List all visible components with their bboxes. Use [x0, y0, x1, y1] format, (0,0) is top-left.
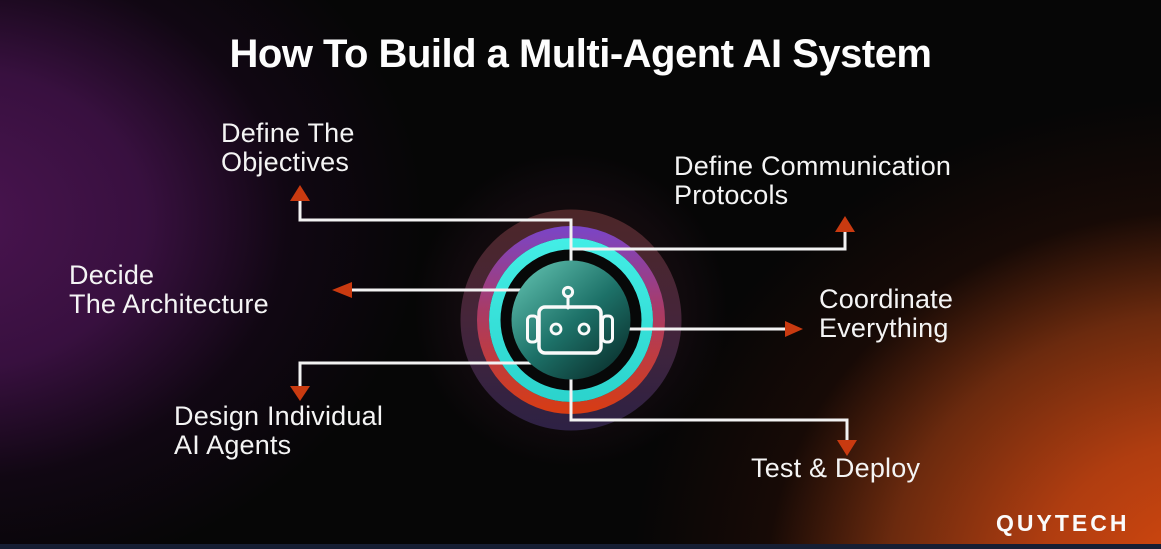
step-label-test-deploy: Test & Deploy: [751, 454, 920, 483]
step-label-decide-architecture: Decide The Architecture: [69, 261, 269, 319]
connector-arrowheads: [290, 185, 857, 456]
robot-icon: [526, 285, 614, 355]
step-label-line: Design Individual: [174, 401, 384, 431]
step-label-line: Decide: [69, 260, 155, 290]
connector-lines: [298, 199, 849, 442]
ring-outer-dark: [460, 209, 682, 431]
step-label-line: The Architecture: [69, 289, 269, 319]
step-label-line: Protocols: [674, 180, 789, 210]
arrow-up-objectives: [290, 185, 310, 201]
arrow-up-protocols: [835, 216, 855, 232]
step-label-line: Test & Deploy: [751, 453, 921, 483]
step-label-line: AI Agents: [174, 430, 292, 460]
step-label-line: Objectives: [221, 147, 350, 177]
step-label-line: Define The: [221, 118, 355, 148]
bottom-strip: [0, 544, 1161, 549]
arrow-down-test: [837, 440, 857, 456]
step-label-line: Everything: [819, 313, 949, 343]
connector-test-deploy: [569, 374, 849, 442]
connector-define-objectives: [298, 199, 573, 266]
connector-design-agents: [298, 361, 571, 388]
arrow-down-design: [290, 386, 310, 401]
center-badge: [511, 260, 631, 380]
concentric-rings: [460, 209, 682, 431]
step-label-define-protocols: Define Communication Protocols: [674, 152, 951, 210]
brand-logo: QUYTECH: [996, 510, 1130, 536]
connector-define-protocols: [571, 230, 847, 251]
step-label-coordinate-everything: Coordinate Everything: [819, 285, 953, 343]
arrow-left-architecture: [332, 282, 352, 298]
step-label-define-objectives: Define The Objectives: [221, 119, 355, 177]
step-label-design-agents: Design Individual AI Agents: [174, 402, 383, 460]
arrow-right-coordinate: [785, 321, 803, 337]
page-title: How To Build a Multi-Agent AI System: [229, 32, 933, 76]
step-label-line: Coordinate: [819, 284, 954, 314]
step-label-line: Define Communication: [674, 151, 952, 181]
